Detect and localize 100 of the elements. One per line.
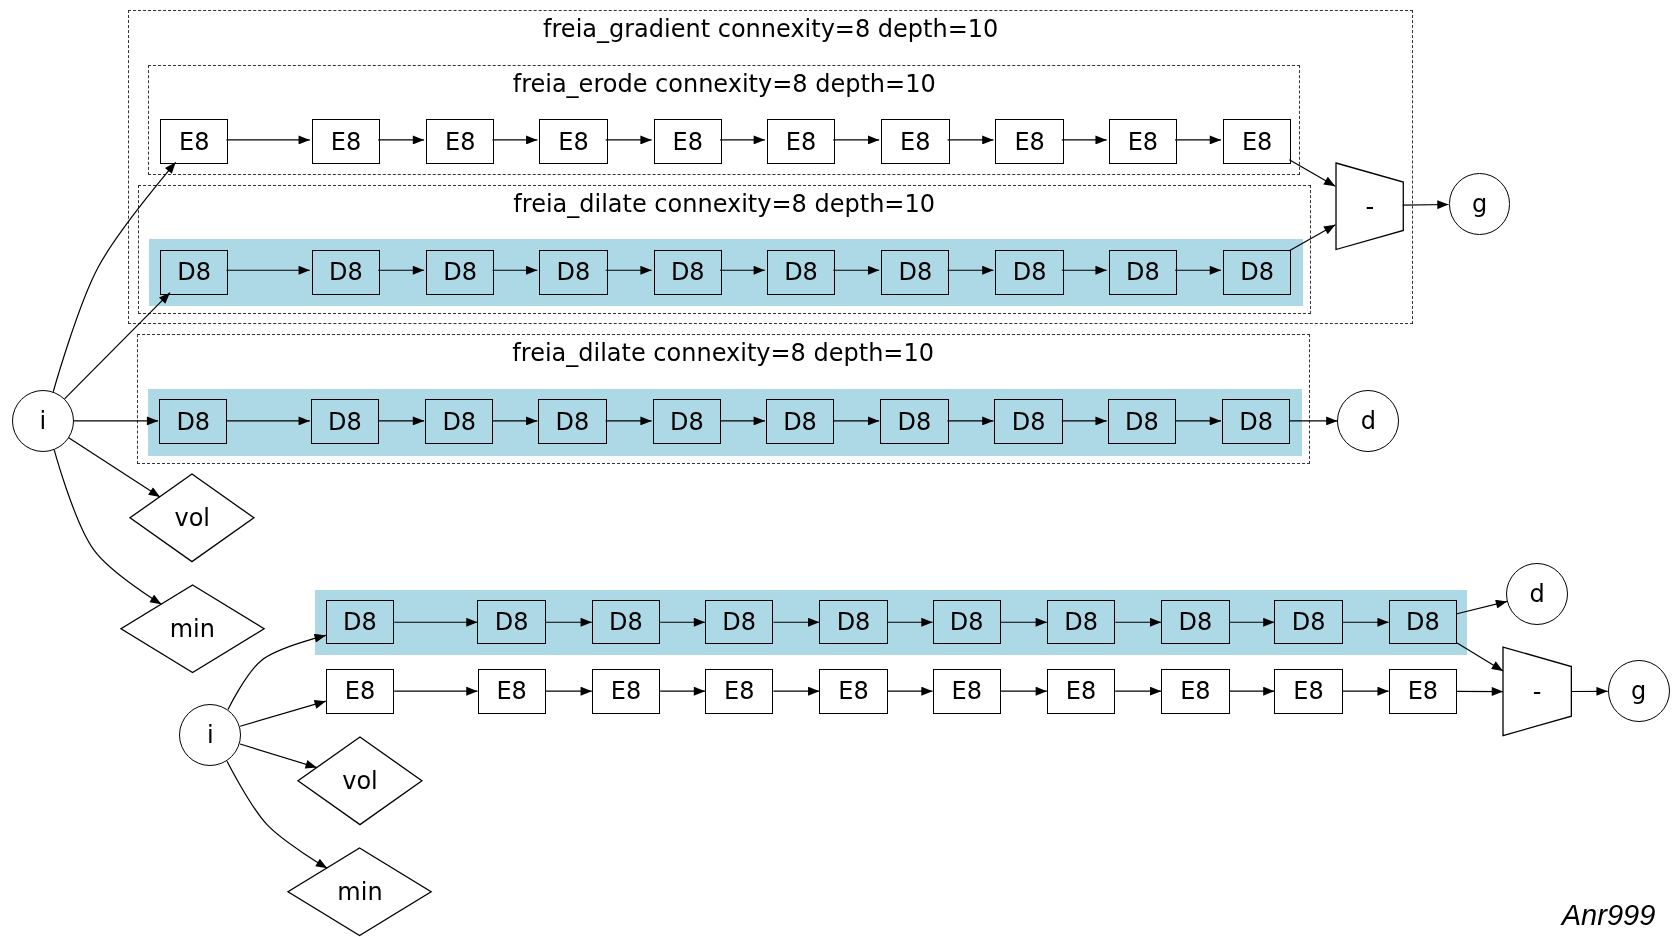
arrow (491, 135, 538, 145)
arrow (1061, 416, 1108, 426)
arrow (225, 265, 311, 275)
arrow (1342, 617, 1390, 627)
process-box: E8 (995, 119, 1064, 165)
process-box: D8 (311, 249, 381, 295)
arrow (1402, 200, 1450, 210)
cluster-frame (128, 9, 1414, 324)
process-box: E8 (932, 668, 1001, 714)
cluster-title: freia_gradient connexity=8 depth=10 (543, 14, 999, 43)
arrow (946, 416, 995, 426)
arrow (832, 416, 880, 426)
process-box: D8 (932, 600, 1001, 645)
circle-node: i (179, 703, 242, 766)
process-box: D8 (425, 399, 494, 445)
arrow (1288, 159, 1336, 187)
arrow (719, 416, 766, 426)
arrow (1288, 416, 1339, 426)
arrow (53, 449, 162, 605)
arrow (719, 265, 766, 275)
process-box: D8 (994, 399, 1063, 445)
highlight-band (149, 239, 1304, 307)
process-box: D8 (1388, 600, 1458, 645)
arrow (605, 265, 653, 275)
process-box: E8 (881, 119, 950, 165)
circle-node: i (11, 389, 74, 452)
process-box: D8 (325, 600, 395, 645)
process-box: D8 (995, 249, 1064, 295)
arrow (226, 760, 328, 869)
arrow (1174, 135, 1222, 145)
arrow (393, 617, 479, 627)
process-box: E8 (591, 668, 661, 714)
arrow (545, 686, 593, 696)
circle-node: g (1607, 660, 1670, 723)
process-box: D8 (538, 399, 607, 445)
arrow (377, 265, 425, 275)
arrow (225, 135, 311, 145)
process-box: D8 (1222, 249, 1292, 295)
process-box: D8 (539, 249, 608, 295)
arrow (946, 265, 995, 275)
document-id-text: Anr999 (1561, 899, 1656, 933)
process-box: D8 (159, 399, 228, 445)
process-box: E8 (1046, 668, 1116, 714)
cluster-frame (137, 184, 1311, 314)
arrow (393, 686, 479, 696)
arrow (1061, 135, 1108, 145)
arrow (1342, 686, 1390, 696)
process-box: E8 (426, 119, 495, 165)
arrow (377, 416, 425, 426)
cluster-title: freia_dilate connexity=8 depth=10 (513, 189, 935, 218)
process-box: E8 (539, 119, 608, 165)
process-box: E8 (325, 668, 395, 714)
highlight-band (148, 388, 1303, 457)
arrow (1061, 265, 1108, 275)
circle-node: d (1337, 389, 1400, 452)
arrow (1228, 617, 1275, 627)
arrow (491, 265, 538, 275)
arrow (659, 617, 706, 627)
process-box: E8 (819, 668, 888, 714)
arrow (887, 686, 934, 696)
process-box: D8 (160, 249, 229, 295)
arrow (1114, 686, 1162, 696)
decision-diamond: vol (130, 474, 255, 562)
process-box: D8 (1222, 399, 1291, 445)
cluster-title: freia_dilate connexity=8 depth=10 (512, 339, 934, 368)
arrow (1114, 617, 1162, 627)
process-box: D8 (1274, 600, 1343, 645)
process-box: D8 (819, 600, 888, 645)
arrow (772, 617, 820, 627)
arrow (68, 437, 161, 498)
process-box: E8 (653, 119, 722, 165)
process-box: E8 (1223, 119, 1292, 165)
arrow (239, 700, 327, 727)
arrow (227, 633, 327, 710)
cluster-frame (148, 65, 1300, 176)
arrow (1000, 617, 1048, 627)
arrow (1228, 686, 1275, 696)
arrow (1456, 599, 1508, 615)
circle-node: d (1506, 562, 1569, 625)
highlight-band (315, 589, 1467, 655)
process-box: D8 (652, 399, 721, 445)
process-box: D8 (1108, 249, 1177, 295)
process-box: E8 (1274, 668, 1343, 714)
arrow (1174, 265, 1222, 275)
arrow (239, 743, 318, 769)
process-box: E8 (1161, 668, 1230, 714)
process-box: D8 (591, 600, 661, 645)
process-box: E8 (160, 119, 229, 165)
decision-diamond: vol (298, 737, 422, 825)
arrow (719, 135, 766, 145)
process-box: D8 (426, 249, 495, 295)
arrow (225, 416, 311, 426)
arrow (1288, 224, 1336, 252)
arrow (63, 292, 171, 400)
process-box: D8 (705, 600, 774, 645)
cluster-frame (136, 334, 1310, 464)
arrow (887, 617, 934, 627)
arrow (377, 135, 425, 145)
arrow (491, 416, 538, 426)
process-box: D8 (880, 399, 949, 445)
